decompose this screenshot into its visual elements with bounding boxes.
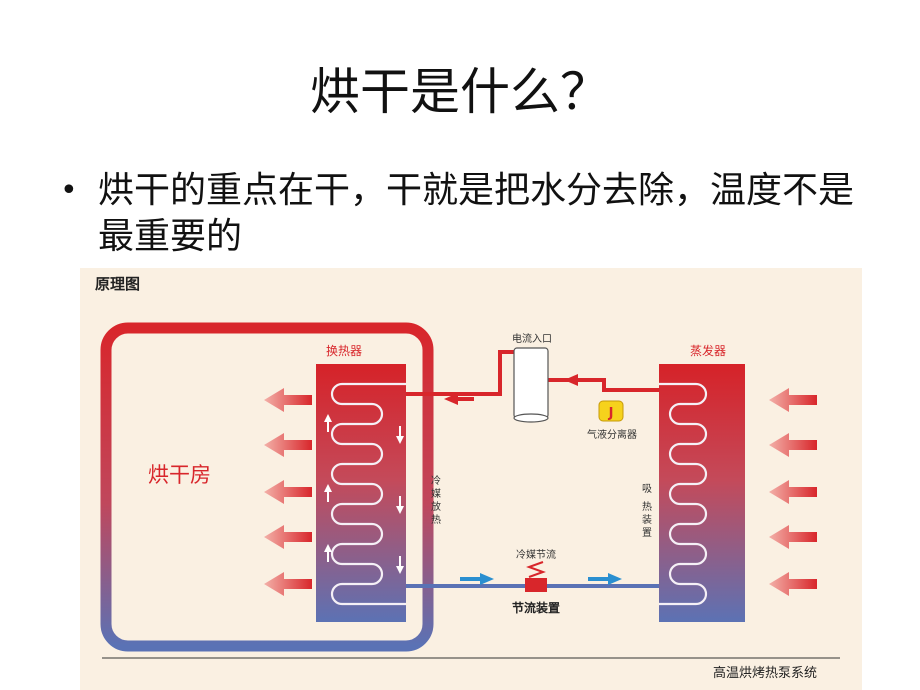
compressor-body (513, 347, 549, 419)
svg-text:热: 热 (642, 500, 652, 513)
flow-arrow-shaft (578, 378, 594, 382)
down-arrow-icon (396, 426, 404, 444)
condenser-label: 换热器 (326, 344, 362, 358)
hot-air-arrow-icon (264, 480, 312, 504)
drying-room-outline (100, 322, 434, 652)
hot-air-arrow-icon (264, 525, 312, 549)
compressor-base (513, 413, 549, 423)
air-arrow-icon (769, 388, 817, 412)
throttle-bottom-label: 节流装置 (512, 600, 560, 615)
up-arrow-icon (324, 414, 332, 432)
flow-arrow-blue-icon (460, 573, 494, 585)
hot-air-arrows-left (264, 388, 312, 596)
bullet-dot-icon: • (60, 173, 78, 208)
slide-title: 烘干是什么？ (310, 63, 610, 121)
suction-line (544, 378, 659, 392)
svg-text:吸: 吸 (642, 484, 652, 495)
bullet-list: • 烘干的重点在干，干就是把水分去除，温度不是最重要的 (58, 168, 878, 260)
separator-icon (598, 400, 624, 422)
up-arrow-icon (324, 484, 332, 502)
flow-arrow-blue-icon (588, 573, 622, 585)
throttle-valve-icon (525, 561, 547, 592)
bullet-text: 烘干的重点在干，干就是把水分去除，温度不是最重要的 (98, 170, 855, 257)
svg-text:装: 装 (642, 513, 652, 526)
drying-room-label: 烘干房 (148, 463, 211, 487)
refrigerant-release-label: 冷 媒 放 热 (431, 474, 441, 526)
air-arrow-icon (769, 572, 817, 596)
heat-absorb-label: 吸 热 装 置 (642, 484, 652, 539)
bullet-item: • 烘干的重点在干，干就是把水分去除，温度不是最重要的 (58, 168, 878, 260)
svg-text:媒: 媒 (431, 488, 441, 500)
evaporator-coil (659, 382, 708, 606)
hot-air-arrow-icon (264, 572, 312, 596)
down-arrow-icon (396, 496, 404, 514)
air-arrow-icon (769, 525, 817, 549)
panel-title: 原理图 (95, 275, 140, 293)
air-arrows-right (769, 388, 817, 596)
down-arrow-icon (396, 556, 404, 574)
separator-glyph: J (608, 406, 614, 421)
condenser-coil (330, 382, 406, 606)
svg-text:热: 热 (431, 513, 441, 526)
condenser-flow-arrows (324, 414, 404, 574)
condenser-block (316, 364, 406, 622)
flow-arrow-shaft (458, 397, 474, 401)
air-arrow-icon (769, 433, 817, 457)
hot-air-arrow-icon (264, 388, 312, 412)
throttle-top-label: 冷媒节流 (516, 548, 556, 561)
flow-arrow-icon (564, 374, 578, 386)
separator-label: 气液分离器 (587, 428, 637, 441)
flow-arrow-icon (444, 393, 458, 405)
svg-text:冷: 冷 (431, 474, 441, 487)
hot-air-arrow-icon (264, 433, 312, 457)
evaporator-label: 蒸发器 (690, 343, 726, 358)
svg-text:放: 放 (431, 500, 441, 513)
diagram-svg: 原理图 烘干房 换热器 冷 媒 放 热 蒸发器 吸 热 (95, 275, 840, 681)
power-inlet-label: 电流入口 (512, 332, 552, 345)
hot-gas-line (406, 350, 520, 396)
air-arrow-icon (769, 480, 817, 504)
heat-pump-diagram: 原理图 烘干房 换热器 冷 媒 放 热 蒸发器 吸 热 (80, 268, 862, 690)
up-arrow-icon (324, 544, 332, 562)
svg-text:置: 置 (642, 527, 652, 539)
system-caption: 高温烘烤热泵系统 (713, 665, 817, 681)
